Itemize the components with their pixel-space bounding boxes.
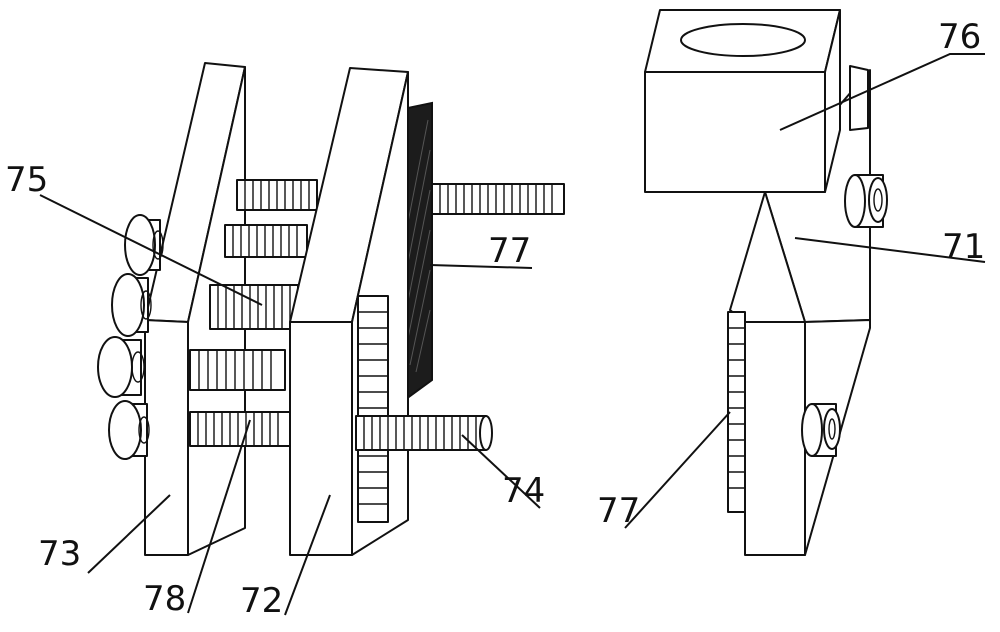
label-75: 75 (5, 160, 48, 200)
leader-72 (284, 494, 331, 616)
bolt-upper (844, 174, 888, 228)
teeth-72 (357, 295, 389, 523)
knob (111, 273, 152, 337)
spring (209, 284, 299, 330)
label-71: 71 (942, 227, 985, 267)
spring (189, 411, 291, 447)
bolt-lower (801, 403, 841, 457)
rod-74 (355, 415, 493, 451)
knob (124, 214, 164, 276)
springs-78 (189, 179, 318, 447)
label-76: 76 (938, 17, 981, 57)
teeth-77-right (727, 311, 746, 513)
plate-72 (289, 67, 409, 556)
leader-71 (794, 237, 986, 263)
label-77-right: 77 (597, 491, 640, 531)
rod-upper (431, 183, 565, 215)
leader-78 (187, 419, 251, 614)
knob (97, 336, 145, 398)
label-77-left: 77 (488, 231, 531, 271)
block-76 (644, 9, 869, 193)
label-73: 73 (38, 534, 81, 574)
leader-lines (39, 53, 986, 616)
leader-76 (779, 53, 985, 131)
label-72: 72 (240, 581, 283, 621)
leader-73 (87, 494, 171, 574)
knob (108, 400, 150, 460)
leader-77b (624, 411, 731, 529)
leader-74 (461, 434, 541, 509)
leader-77a (429, 264, 533, 269)
label-78: 78 (143, 579, 186, 619)
leader-75 (39, 194, 263, 306)
spring (224, 224, 308, 258)
spring (236, 179, 318, 211)
spring (189, 349, 286, 391)
reference-labels: 75 77 74 73 78 72 76 71 77 (5, 17, 985, 621)
body-71 (729, 69, 871, 556)
label-74: 74 (502, 471, 545, 511)
